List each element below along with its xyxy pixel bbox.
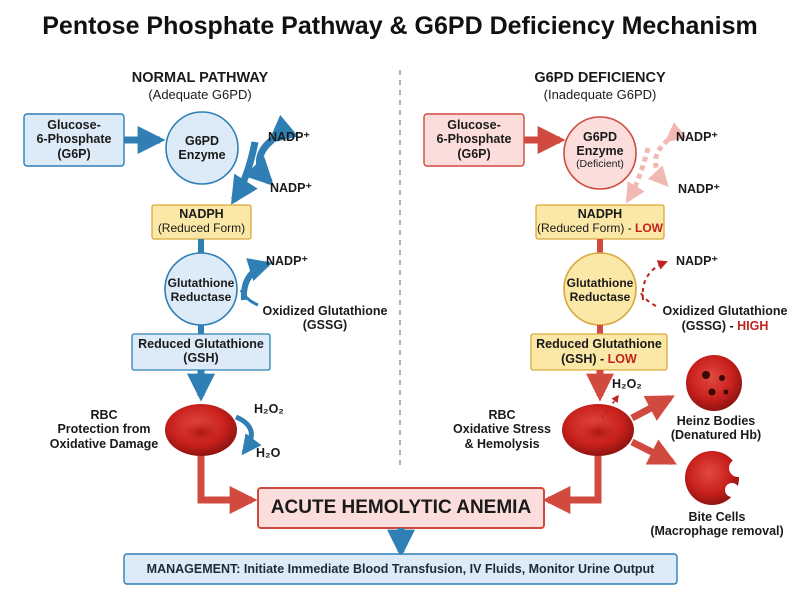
def-to-bite-arrow (630, 438, 678, 466)
def-rbc (562, 404, 634, 456)
def-gsh-flag: LOW (607, 352, 637, 366)
outcome-label: ACUTE HEMOLYTIC ANEMIA (270, 497, 532, 518)
def-to-heinz-arrow (630, 394, 675, 422)
def-gsh-label: Reduced Glutathione (536, 337, 662, 351)
normal-h2o2-arc (234, 414, 262, 456)
heinz-label: Heinz Bodies (Denatured Hb) (670, 414, 762, 443)
def-reductase-label: Glutathione Reductase (566, 276, 634, 304)
normal-nadp-arc (244, 114, 299, 186)
def-g6pd-circle (563, 116, 637, 190)
normal-g6pd-label: G6PD Enzyme (178, 134, 226, 163)
def-gsh-sub-wrap: (GSH) - LOW (531, 352, 667, 366)
normal-nadp-bottom: NADP⁺ (270, 181, 313, 195)
management-label: MANAGEMENT: Initiate Immediate Blood Tra… (146, 562, 655, 576)
normal-g6p-label: Glucose- 6-Phosphate (G6P) (36, 118, 112, 161)
def-nadp-arc (647, 122, 687, 187)
normal-h2o2-label: H₂O₂ (254, 402, 284, 416)
def-g6p-label: Glucose- 6-Phosphate (G6P) (436, 118, 512, 161)
normal-h2o-label: H₂O (256, 446, 281, 460)
def-gssg-sub-wrap: (GSSG) - HIGH (652, 319, 798, 333)
normal-rbc-label: RBC Protection from Oxidative Damage (49, 408, 159, 451)
normal-reductase-label: Glutathione Reductase (167, 276, 235, 304)
def-gssg-arc (638, 289, 657, 307)
def-g6pd-sub: (Deficient) (576, 158, 624, 170)
normal-nadph-sub: (Reduced Form) (157, 221, 246, 235)
normal-reductase-arc (240, 258, 273, 301)
def-nadph-sub-wrap: (Reduced Form) - LOW (530, 221, 670, 236)
def-nadp-bottom: NADP⁺ (678, 182, 721, 196)
normal-heading: NORMAL PATHWAY (131, 70, 269, 86)
normal-nadph-label: NADPH (179, 207, 224, 221)
def-to-outcome (542, 456, 602, 514)
heinz-body-cell (686, 355, 742, 411)
normal-rbc (165, 404, 237, 456)
def-g6pd-label: G6PD Enzyme (576, 130, 624, 159)
normal-subheading: (Adequate G6PD) (148, 87, 252, 102)
def-h2o2-label: H₂O₂ (612, 377, 642, 391)
page-title: Pentose Phosphate Pathway & G6PD Deficie… (42, 12, 758, 40)
def-gssg-label: Oxidized Glutathione (662, 304, 788, 318)
def-nadph-sub: (Reduced Form) - (536, 221, 636, 235)
def-enzyme-to-nadph (625, 147, 651, 204)
def-nadp-reductase: NADP⁺ (676, 254, 719, 268)
def-heading: G6PD DEFICIENCY (534, 70, 666, 86)
bite-cell (685, 451, 747, 505)
normal-nadp-top: NADP⁺ (268, 130, 311, 144)
normal-g6pd-circle (165, 111, 239, 185)
def-gssg-flag: HIGH (737, 319, 769, 333)
def-nadp-top: NADP⁺ (676, 130, 719, 144)
normal-gsh-label: Reduced Glutathione (GSH) (138, 337, 264, 366)
def-rbc-label: RBC Oxidative Stress & Hemolysis (453, 408, 551, 451)
normal-gssg-label: Oxidized Glutathione (GSSG) (262, 304, 388, 333)
normal-enzyme-to-nadph (230, 141, 259, 205)
normal-gssg-arc (239, 289, 259, 307)
def-nadph-flag: LOW (635, 221, 664, 235)
def-h2o2-arrow (601, 394, 619, 419)
def-gsh-sub: (GSH) - (561, 352, 608, 366)
def-subheading: (Inadequate G6PD) (543, 87, 657, 102)
management-box (123, 553, 678, 585)
def-nadph-label: NADPH (577, 207, 623, 221)
def-gssg-sub: (GSSG) - (681, 319, 738, 333)
normal-to-outcome (197, 456, 258, 514)
def-reductase-arc (641, 260, 668, 301)
bite-label: Bite Cells (Macrophage removal) (650, 510, 784, 539)
normal-nadp-reductase: NADP⁺ (266, 254, 309, 268)
